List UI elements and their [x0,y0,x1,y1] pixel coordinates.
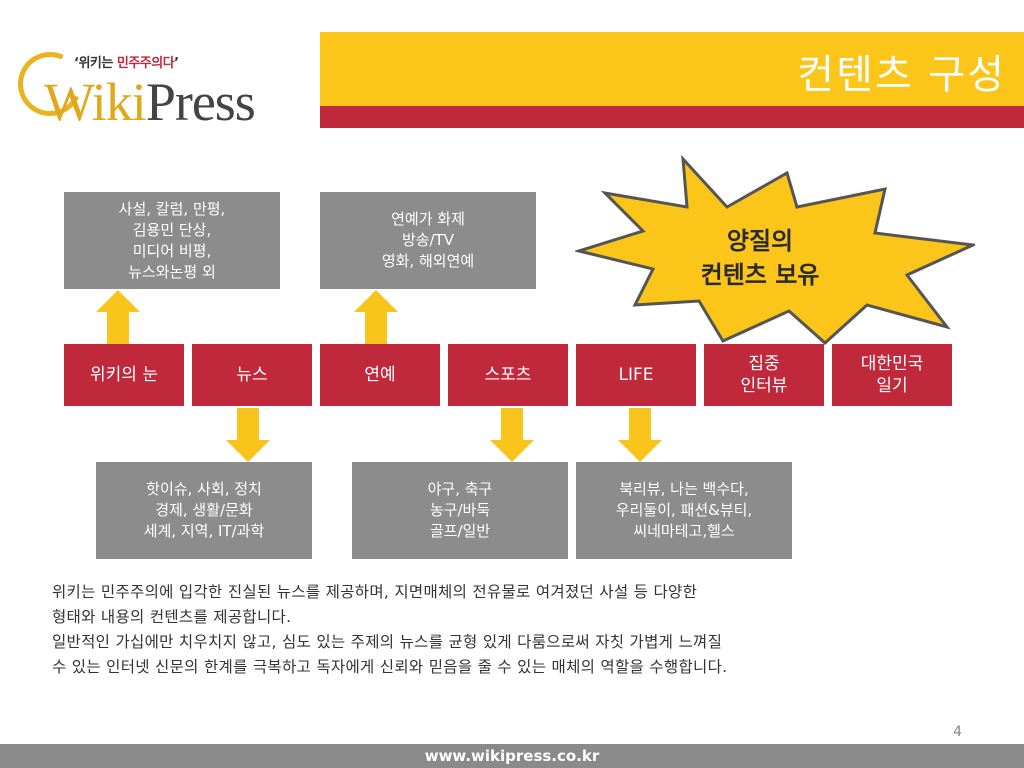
description-line: 수 있는 인터넷 신문의 한계를 극복하고 독자에게 신뢰와 믿음을 줄 수 있… [52,658,728,676]
description-line: 형태와 내용의 컨텐츠를 제공합니다. [52,608,292,626]
footer-bar: www.wikipress.co.kr [0,744,1024,768]
box-line: 우리둘이, 패션&뷰티, [615,501,753,519]
category-news: 뉴스 [192,344,312,406]
description-line: 일반적인 가십에만 치우치지 않고, 심도 있는 주제의 뉴스를 균형 있게 다… [52,633,723,651]
category-wiki-eye: 위키의 눈 [64,344,184,406]
box-line: 뉴스와논평 외 [128,262,216,281]
tagline-suffix: ’ [174,56,179,71]
box-line: 북리뷰, 나는 백수다, [619,480,749,498]
page-title: 컨텐츠 구성 [797,52,1006,98]
title-accent-bar [320,106,1024,128]
box-line: 세계, 지역, IT/과학 [143,522,265,540]
logo-wordmark: WikiPress [44,72,256,132]
title-bar: 컨텐츠 구성 [320,32,1024,106]
box-line: 골프/일반 [429,522,491,540]
box-line: 핫이슈, 사회, 정치 [146,480,262,498]
logo-wiki-text: Wiki [44,72,147,132]
box-line: 씨네마테고,헬스 [633,522,735,540]
wikipress-logo: ‘위키는 민주주의다’ WikiPress [8,42,318,136]
callout-line: 양질의 [726,227,794,255]
description-line: 위키는 민주주의에 입각한 진실된 뉴스를 제공하며, 지면매체의 전유물로 여… [52,583,698,601]
box-line: 방송/TV [401,231,455,249]
page-number: 4 [953,724,962,740]
footer-url[interactable]: www.wikipress.co.kr [424,747,600,765]
tagline-highlight: 민주주의다 [116,56,175,71]
category-label: 위키의 눈 [90,365,158,385]
box-line: 경제, 생활/문화 [155,501,253,519]
category-interview: 집중 인터뷰 [704,344,824,406]
category-label: 인터뷰 [740,376,788,396]
callout-text: 양질의 컨텐츠 보유 [660,224,860,292]
box-line: 영화, 해외연예 [381,252,475,270]
entertainment-detail-box: 연예가 화제 방송/TV 영화, 해외연예 [320,192,536,289]
callout-line: 컨텐츠 보유 [700,261,820,289]
sports-detail-box: 야구, 축구 농구/바둑 골프/일반 [352,462,568,559]
tagline-prefix: ‘위키는 [74,56,117,71]
category-label: LIFE [618,365,654,385]
category-label: 대한민국 [860,354,924,374]
category-life: LIFE [576,344,696,406]
logo-press-text: Press [145,72,256,132]
box-line: 야구, 축구 [427,480,493,498]
box-line: 연예가 화제 [391,210,465,228]
arrow-down-icon [618,408,662,462]
category-sports: 스포츠 [448,344,568,406]
box-line: 사설, 칼럼, 만평, [118,199,226,218]
news-detail-box: 핫이슈, 사회, 정치 경제, 생활/문화 세계, 지역, IT/과학 [96,462,312,559]
category-label: 스포츠 [484,365,532,385]
box-line: 농구/바둑 [429,501,491,519]
category-korea-diary: 대한민국 일기 [832,344,952,406]
category-label: 뉴스 [236,365,268,385]
box-line: 김용민 단상, [132,220,212,239]
box-line: 미디어 비평, [132,241,212,260]
category-label: 일기 [876,376,908,396]
starburst-callout-icon [575,155,975,345]
arrow-up-icon [96,290,140,344]
arrow-down-icon [226,408,270,462]
wiki-eye-detail-box: 사설, 칼럼, 만평, 김용민 단상, 미디어 비평, 뉴스와논평 외 [64,192,280,289]
life-detail-box: 북리뷰, 나는 백수다, 우리둘이, 패션&뷰티, 씨네마테고,헬스 [576,462,792,559]
arrow-down-icon [490,408,534,462]
arrow-up-icon [354,290,398,344]
category-entertainment: 연예 [320,344,440,406]
description-text: 위키는 민주주의에 입각한 진실된 뉴스를 제공하며, 지면매체의 전유물로 여… [52,580,992,680]
logo-tagline: ‘위키는 민주주의다’ [74,52,179,71]
category-label: 집중 [748,354,780,374]
category-label: 연예 [364,365,396,385]
